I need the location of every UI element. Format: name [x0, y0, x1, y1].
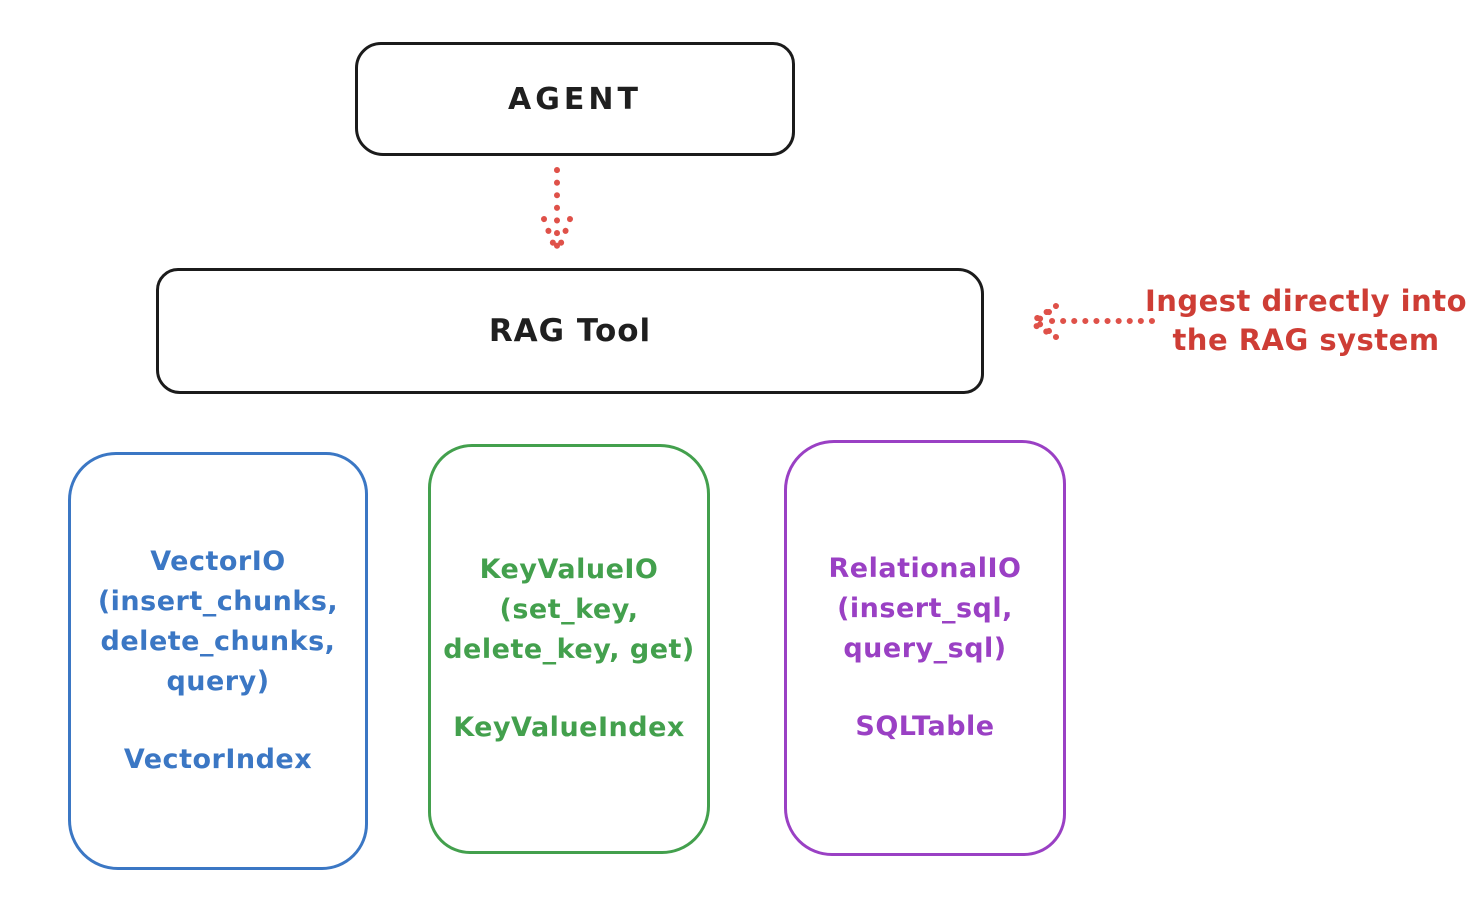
card-vectorio-methods: VectorIO (insert_chunks, delete_chunks, … [97, 546, 339, 697]
card-vectorio-index-label: VectorIndex [123, 744, 313, 775]
card-keyvalueio-methods: KeyValueIO (set_key, delete_key, get) [443, 554, 695, 665]
rag-tool-box: RAG Tool [156, 268, 984, 394]
card-relationalio: RelationalIO (insert_sql, query_sql) SQL… [784, 440, 1066, 856]
rag-tool-label: RAG Tool [488, 313, 652, 349]
agent-box: AGENT [355, 42, 795, 156]
card-relationalio-methods: RelationalIO (insert_sql, query_sql) [828, 553, 1022, 664]
agent-to-rag-arrow [541, 167, 573, 254]
ingest-annotation: Ingest directly into the RAG system [1144, 284, 1468, 357]
agent-label: AGENT [508, 81, 642, 117]
card-relationalio-index-label: SQLTable [855, 711, 995, 742]
card-vectorio: VectorIO (insert_chunks, delete_chunks, … [68, 452, 368, 870]
card-keyvalueio: KeyValueIO (set_key, delete_key, get) Ke… [428, 444, 710, 854]
card-keyvalueio-index-label: KeyValueIndex [453, 712, 685, 743]
